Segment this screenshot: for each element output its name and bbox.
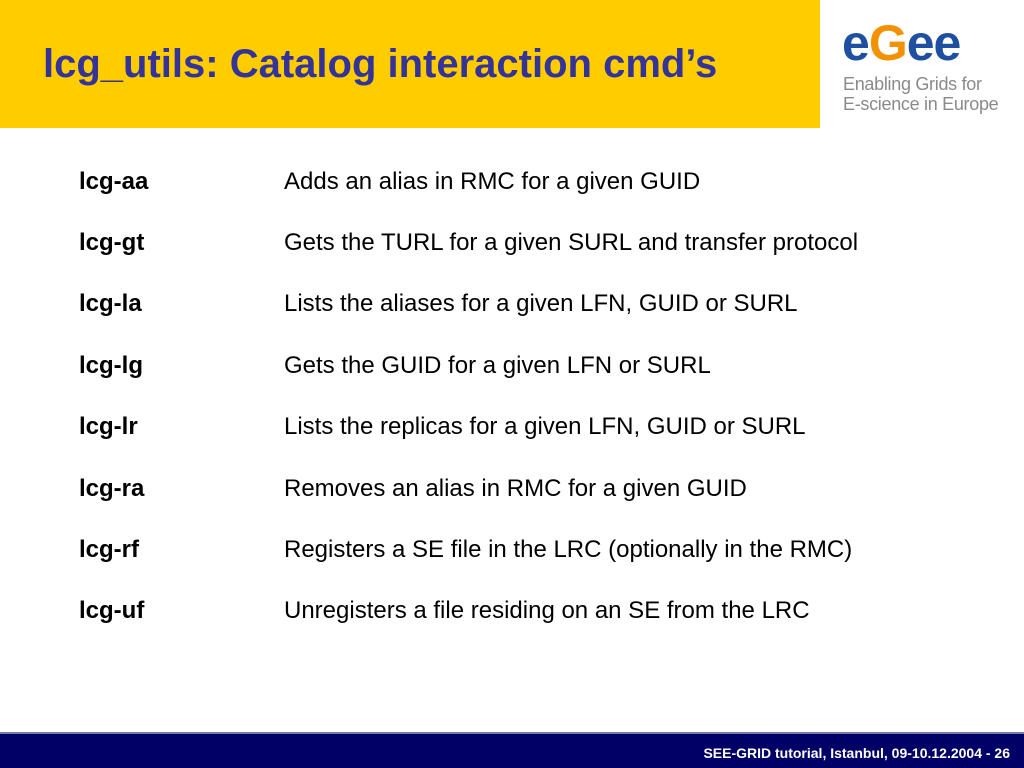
command-row: lcg-la Lists the aliases for a given LFN… (0, 290, 1024, 320)
command-description: Lists the replicas for a given LFN, GUID… (284, 413, 806, 440)
command-name: lcg-aa (79, 168, 149, 195)
command-name: lcg-la (79, 290, 142, 317)
command-description: Gets the GUID for a given LFN or SURL (284, 352, 711, 379)
command-row: lcg-rf Registers a SE file in the LRC (o… (0, 536, 1024, 566)
logo-tagline-1: Enabling Grids for (843, 74, 982, 94)
footer-text: SEE-GRID tutorial, Istanbul, 09-10.12.20… (703, 745, 1010, 761)
command-row: lcg-lg Gets the GUID for a given LFN or … (0, 352, 1024, 382)
command-name: lcg-gt (79, 229, 145, 256)
egee-logo-wordmark: eGee (842, 15, 962, 71)
logo-tagline-2: E-science in Europe (843, 94, 999, 114)
command-description: Adds an alias in RMC for a given GUID (284, 168, 701, 195)
command-row: lcg-aa Adds an alias in RMC for a given … (0, 168, 1024, 198)
logo-letter-3: e (906, 15, 935, 71)
command-description: Gets the TURL for a given SURL and trans… (284, 229, 859, 256)
command-name: lcg-uf (79, 597, 145, 624)
logo-letter-1: e (842, 15, 870, 71)
footer-bar: SEE-GRID tutorial, Istanbul, 09-10.12.20… (0, 732, 1024, 768)
command-row: lcg-lr Lists the replicas for a given LF… (0, 413, 1024, 443)
command-row: lcg-uf Unregisters a file residing on an… (0, 597, 1024, 627)
command-row: lcg-ra Removes an alias in RMC for a giv… (0, 475, 1024, 505)
command-name: lcg-lr (79, 413, 138, 440)
command-name: lcg-rf (79, 536, 139, 563)
command-name: lcg-lg (79, 352, 143, 379)
command-description: Lists the aliases for a given LFN, GUID … (284, 290, 798, 317)
slide-title: lcg_utils: Catalog interaction cmd’s (43, 42, 718, 86)
command-description: Registers a SE file in the LRC (optional… (284, 536, 853, 563)
command-row: lcg-gt Gets the TURL for a given SURL an… (0, 229, 1024, 259)
logo-letter-4: e (933, 15, 962, 71)
logo-letter-2: G (868, 15, 908, 71)
command-name: lcg-ra (79, 475, 145, 502)
egee-logo: eGee Enabling Grids for E-science in Eur… (820, 0, 1024, 128)
title-bar: lcg_utils: Catalog interaction cmd’s (0, 0, 820, 128)
command-description: Unregisters a file residing on an SE fro… (284, 597, 810, 624)
command-description: Removes an alias in RMC for a given GUID (284, 475, 747, 502)
